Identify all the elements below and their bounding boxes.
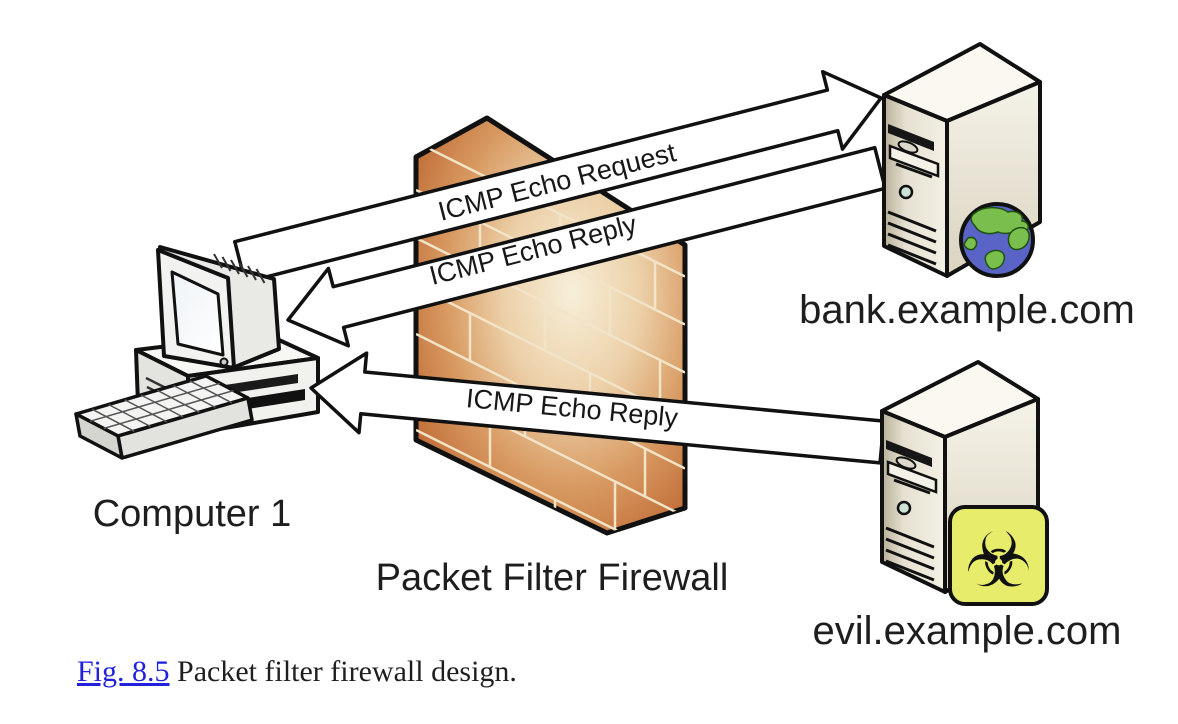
evil-server-label: evil.example.com — [812, 609, 1121, 653]
bank-server-label: bank.example.com — [799, 288, 1135, 332]
drive-slot — [225, 374, 298, 394]
server-drive-slot — [893, 478, 931, 495]
computer-keyboard — [74, 374, 254, 460]
globe-icon — [959, 202, 1035, 278]
figure-caption: Fig. 8.5 Packet filter firewall design. — [77, 655, 517, 689]
server-drive-bay — [886, 440, 932, 467]
server-drive-bay — [888, 124, 934, 151]
svg-text:☣: ☣ — [964, 519, 1032, 604]
firewall-label: Packet Filter Firewall — [376, 557, 729, 599]
monitor-vent-lines — [213, 253, 266, 284]
bank-server-icon — [882, 42, 1042, 278]
figure-number-link[interactable]: Fig. 8.5 — [77, 655, 170, 688]
server-power-button — [896, 500, 912, 516]
drive-slot — [235, 389, 305, 411]
monitor-screen — [170, 270, 225, 357]
server-power-button — [898, 184, 914, 200]
server-vent-lines — [885, 526, 935, 582]
server-vent-lines — [887, 210, 937, 266]
keyboard-key-lines — [89, 380, 234, 432]
evil-server-icon: ☣ — [880, 360, 1049, 606]
server-drive-bay — [886, 460, 938, 494]
figure-caption-text: Packet filter firewall design. — [177, 655, 517, 688]
monitor-power-button — [219, 357, 229, 367]
computer-monitor — [156, 245, 281, 371]
server-drive-bay — [888, 144, 940, 178]
computer-icon — [74, 245, 320, 460]
computer-label: Computer 1 — [93, 493, 292, 535]
brick-pattern — [416, 140, 685, 533]
biohazard-icon: ☣ — [948, 505, 1049, 606]
server-drive-slot — [895, 162, 933, 179]
